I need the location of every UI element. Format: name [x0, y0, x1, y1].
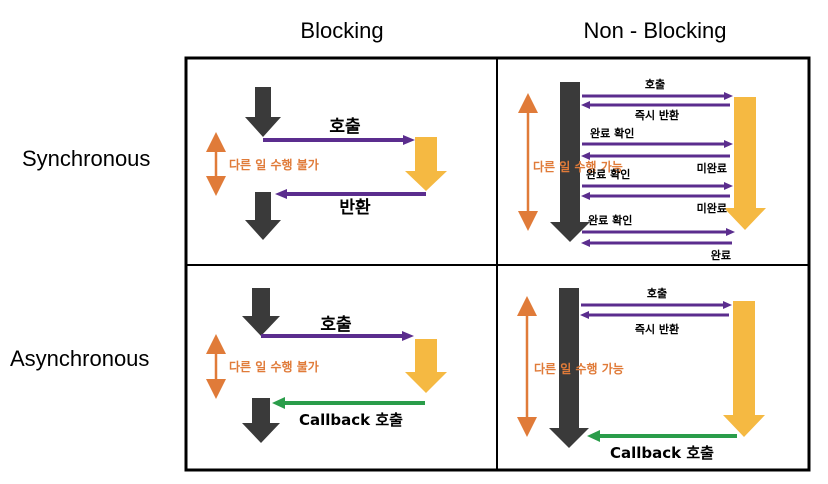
caller-down-arrow — [245, 87, 281, 137]
matrix-grid — [184, 56, 811, 472]
caller-resume-arrow — [242, 398, 280, 443]
wait-label: 다른 일 수행 불가 — [229, 359, 319, 374]
check2-arrowhead — [724, 182, 733, 190]
caller-down-arrow — [242, 288, 280, 336]
row-header-synchronous: Synchronous — [22, 146, 151, 171]
done-label: 완료 — [711, 249, 731, 262]
call-label: 호출 — [647, 286, 667, 300]
check1-label: 완료 확인 — [590, 126, 634, 140]
call-arrowhead — [723, 301, 732, 309]
panel-sync-blocking: 호출 반환 다른 일 수행 불가 — [206, 87, 447, 240]
callback-arrowhead — [587, 430, 600, 442]
wait-label: 다른 일 수행 불가 — [229, 157, 319, 172]
row-header-asynchronous: Asynchronous — [10, 346, 150, 371]
not-done1-label: 미완료 — [697, 161, 727, 175]
not-done2-label: 미완료 — [697, 201, 727, 215]
panel-sync-nonblocking: 다른 일 수행 가능 호출 즉시 반환 완료 확인 미완료 완료 확인 미완료 … — [518, 77, 766, 262]
caller-down-arrow — [550, 82, 590, 242]
check3-arrowhead — [726, 228, 735, 236]
callee-down-arrow — [405, 137, 447, 191]
callback-label: Callback 호출 — [610, 444, 714, 462]
callback-arrowhead — [272, 397, 285, 409]
not-done2-arrowhead — [581, 192, 590, 200]
callee-down-arrow — [724, 97, 766, 230]
call-arrowhead — [724, 92, 733, 100]
wait-label: 다른 일 수행 가능 — [533, 159, 623, 174]
callee-down-arrow — [405, 339, 447, 393]
call-label: 호출 — [645, 77, 665, 91]
panel-async-blocking: 호출 Callback 호출 다른 일 수행 불가 — [206, 288, 447, 443]
call-label: 호출 — [329, 117, 361, 137]
call-arrowhead — [403, 135, 415, 145]
return-arrowhead — [275, 189, 287, 199]
column-header-non-blocking: Non - Blocking — [583, 18, 727, 43]
call-label: 호출 — [320, 315, 352, 335]
immediate-return-arrowhead — [580, 311, 589, 319]
column-header-blocking: Blocking — [300, 18, 384, 43]
call-arrowhead — [402, 331, 414, 341]
callee-down-arrow — [723, 301, 765, 437]
caller-resume-arrow — [245, 192, 281, 240]
check3-label: 완료 확인 — [588, 213, 632, 227]
immediate-return-arrowhead — [581, 101, 590, 109]
done-arrowhead — [581, 239, 590, 247]
check2-label: 완료 확인 — [586, 167, 630, 181]
callback-label: Callback 호출 — [299, 411, 403, 429]
not-done1-arrowhead — [581, 152, 590, 160]
wait-label: 다른 일 수행 가능 — [534, 361, 624, 376]
immediate-return-label: 즉시 반환 — [635, 322, 679, 336]
caller-down-arrow — [549, 288, 589, 448]
immediate-return-label: 즉시 반환 — [635, 108, 679, 122]
check1-arrowhead — [724, 140, 733, 148]
return-label: 반환 — [339, 198, 371, 218]
panel-async-nonblocking: 다른 일 수행 가능 호출 즉시 반환 Callback 호출 — [517, 286, 765, 462]
